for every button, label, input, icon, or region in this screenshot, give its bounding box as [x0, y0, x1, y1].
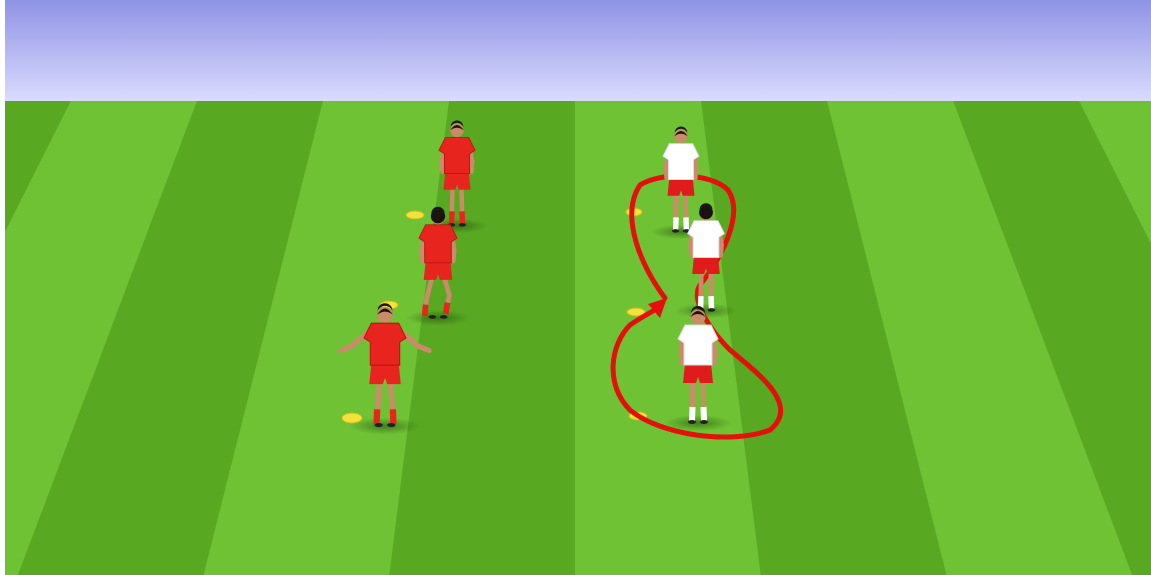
- player-shadow: [664, 415, 732, 431]
- player-shadow: [349, 418, 420, 435]
- cone-1: [406, 211, 424, 219]
- player-shadow: [406, 310, 471, 325]
- player-shadow: [675, 303, 738, 318]
- sky: [5, 0, 1151, 102]
